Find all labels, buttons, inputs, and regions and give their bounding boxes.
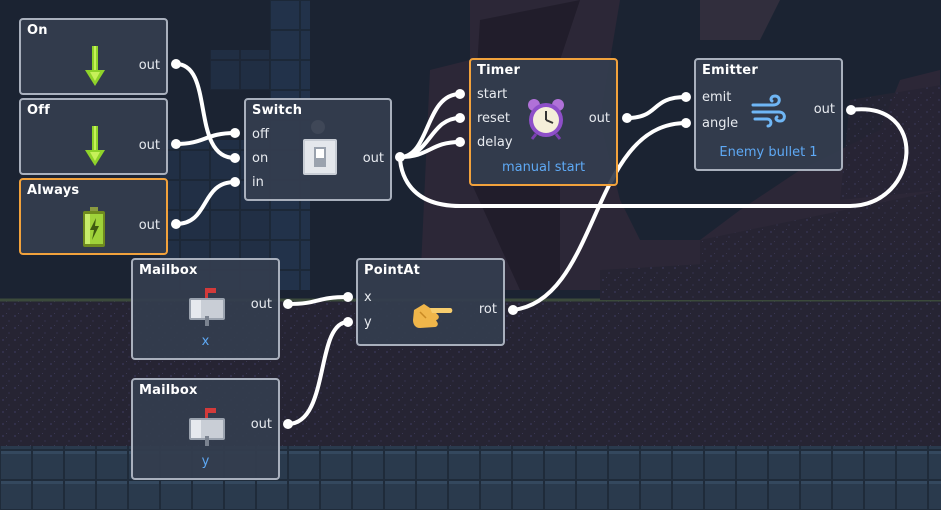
port-label-out: out (813, 102, 835, 117)
pointat-rot-port[interactable] (508, 305, 518, 315)
node-emitter[interactable]: Emitter emit angle out Enemy bullet 1 (694, 58, 843, 171)
port-label-out: out (138, 218, 160, 233)
node-mailbox-y[interactable]: Mailbox out y (131, 378, 280, 480)
alarm-clock-icon (528, 99, 564, 140)
node-title: Timer (477, 63, 521, 78)
arrow-down-icon (85, 126, 105, 166)
battery-icon (83, 207, 105, 247)
port-label-rot: rot (478, 302, 497, 317)
port-label-y: y (364, 315, 372, 330)
port-label-out: out (138, 138, 160, 153)
port-label-reset: reset (477, 111, 510, 126)
port-label-in: in (252, 175, 264, 190)
port-label-angle: angle (702, 116, 739, 131)
node-title: Off (27, 103, 50, 118)
node-title: Always (27, 183, 80, 198)
emitter-emit-port[interactable] (681, 92, 691, 102)
port-label-x: x (364, 290, 372, 305)
always-out-port[interactable] (171, 219, 181, 229)
wind-icon (751, 94, 786, 128)
node-timer[interactable]: Timer start reset delay out manual start (469, 58, 618, 186)
switch-out-port[interactable] (395, 152, 405, 162)
timer-delay-port[interactable] (455, 137, 465, 147)
port-label-start: start (477, 87, 508, 102)
mailbox-icon (189, 288, 225, 326)
node-always[interactable]: Always out (19, 178, 168, 255)
port-label-out: out (250, 297, 272, 312)
node-title: Switch (252, 103, 303, 118)
off-out-port[interactable] (171, 139, 181, 149)
node-on[interactable]: On out (19, 18, 168, 95)
switch-off-port[interactable] (230, 128, 240, 138)
node-title: Mailbox (139, 383, 198, 398)
node-mailbox-x[interactable]: Mailbox out x (131, 258, 280, 360)
timer-caption: manual start (501, 160, 586, 175)
port-label-off: off (252, 127, 269, 142)
pointing-hand-icon (413, 304, 453, 328)
pointat-x-port[interactable] (343, 292, 353, 302)
toggle-switch-icon (303, 139, 337, 175)
node-title: PointAt (364, 263, 421, 278)
node-title: On (27, 23, 48, 38)
timer-start-port[interactable] (455, 89, 465, 99)
emitter-caption: Enemy bullet 1 (719, 145, 818, 160)
pointat-y-port[interactable] (343, 317, 353, 327)
node-switch[interactable]: Switch off on in out (244, 98, 392, 201)
port-label-on: on (252, 151, 269, 166)
port-label-delay: delay (477, 135, 513, 150)
node-title: Emitter (702, 63, 758, 78)
mailbox-caption: y (201, 454, 210, 469)
timer-reset-port[interactable] (455, 113, 465, 123)
mailbox-x-out-port[interactable] (283, 299, 293, 309)
port-label-out: out (362, 151, 384, 166)
switch-on-port[interactable] (230, 153, 240, 163)
port-label-out: out (250, 417, 272, 432)
node-off[interactable]: Off out (19, 98, 168, 175)
port-label-emit: emit (702, 90, 732, 105)
emitter-angle-port[interactable] (681, 118, 691, 128)
node-pointat[interactable]: PointAt x y rot (356, 258, 505, 346)
indicator-light-icon (311, 120, 325, 134)
port-label-out: out (138, 58, 160, 73)
arrow-down-icon (85, 46, 105, 86)
mailbox-y-out-port[interactable] (283, 419, 293, 429)
port-label-out: out (588, 111, 610, 126)
mailbox-caption: x (201, 334, 210, 349)
mailbox-icon (189, 408, 225, 446)
node-title: Mailbox (139, 263, 198, 278)
emitter-out-port[interactable] (846, 105, 856, 115)
on-out-port[interactable] (171, 59, 181, 69)
switch-in-port[interactable] (230, 177, 240, 187)
timer-out-port[interactable] (622, 113, 632, 123)
